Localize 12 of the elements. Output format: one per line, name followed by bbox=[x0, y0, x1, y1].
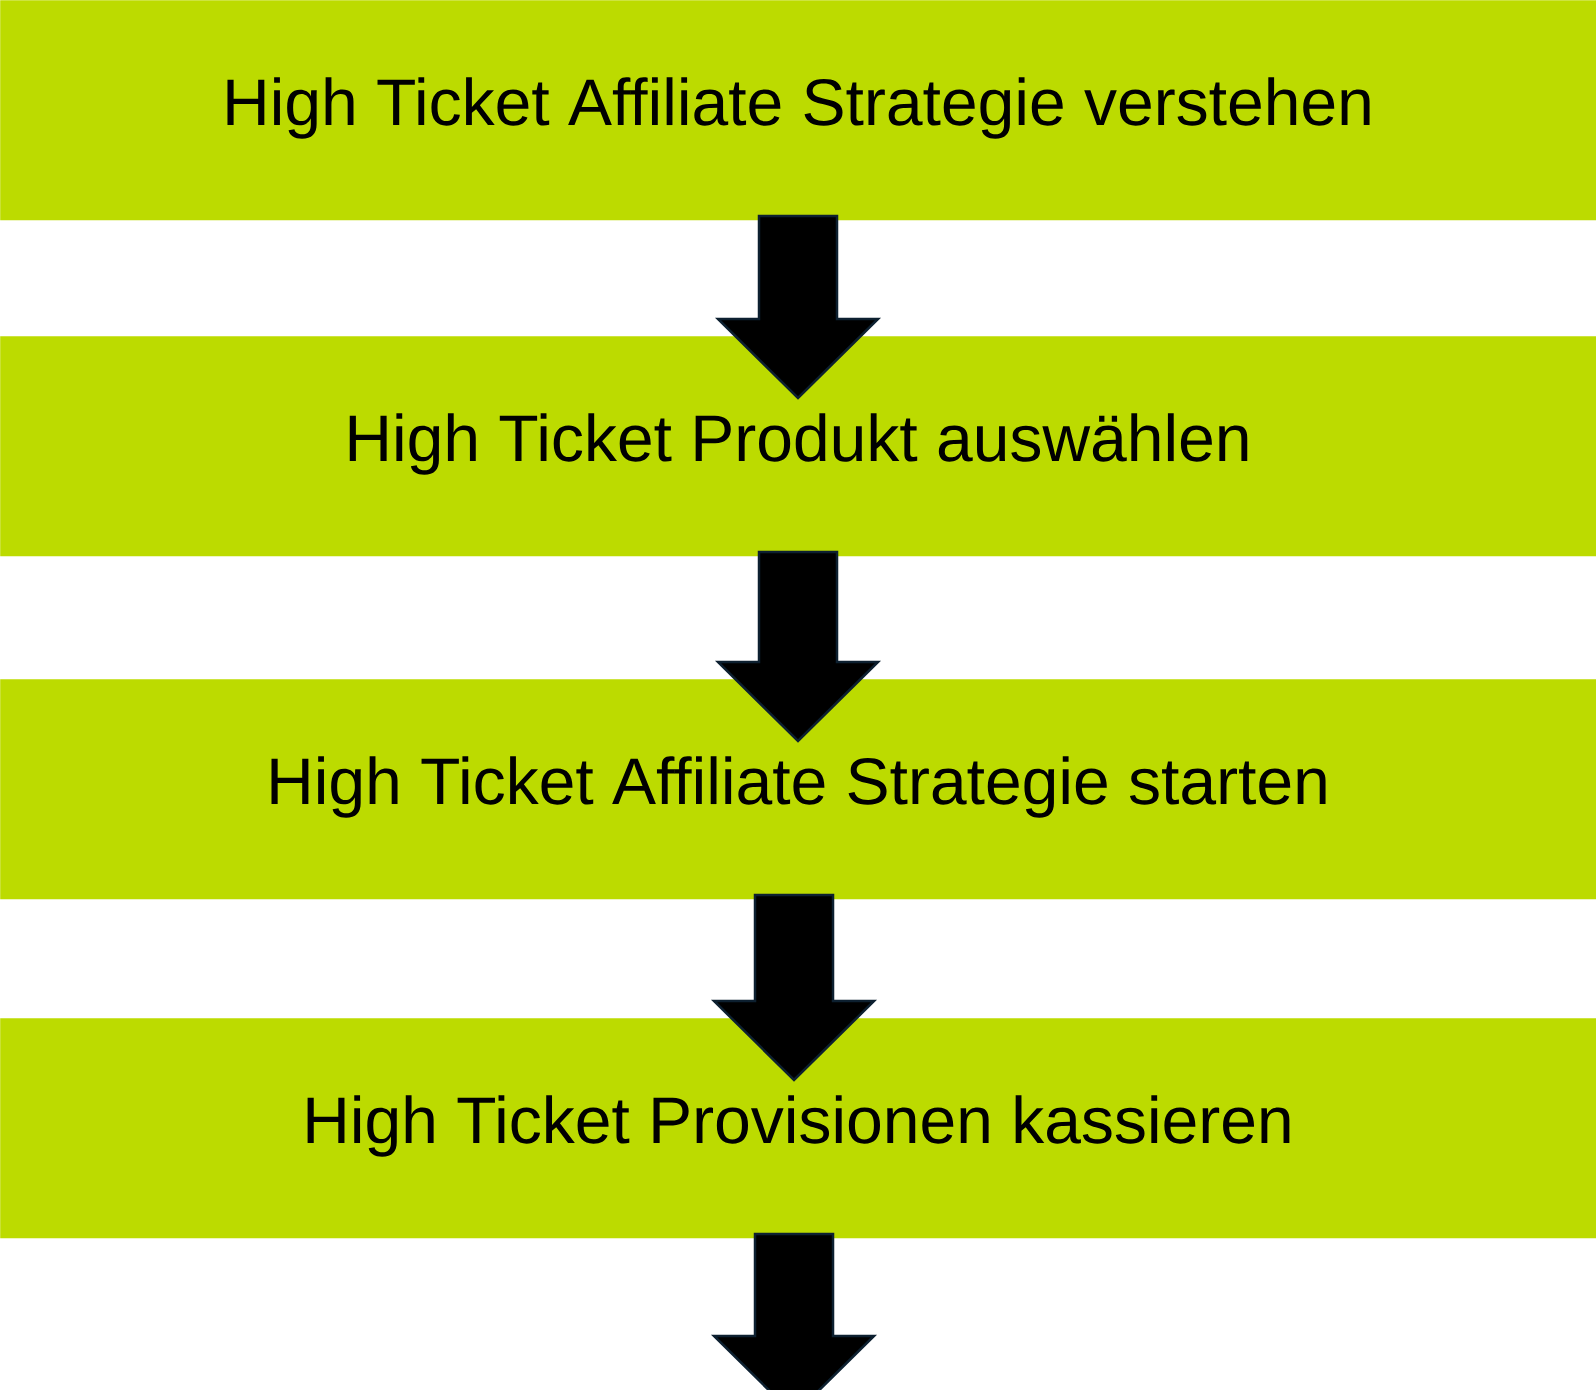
step-label: High Ticket Affiliate Strategie verstehen bbox=[227, 77, 1370, 139]
step-label: High Ticket Provisionen kassieren bbox=[307, 1095, 1290, 1157]
step-band bbox=[0, 679, 1596, 900]
arrow bbox=[714, 550, 882, 743]
arrow bbox=[710, 1232, 878, 1390]
arrow bbox=[714, 214, 882, 400]
step-label: High Ticket Produkt auswählen bbox=[349, 413, 1248, 475]
step-label: High Ticket Affiliate Strategie starten bbox=[271, 756, 1326, 818]
step-band bbox=[0, 336, 1596, 557]
step-band bbox=[0, 0, 1596, 221]
arrow bbox=[710, 893, 878, 1082]
step-band bbox=[0, 1018, 1596, 1239]
